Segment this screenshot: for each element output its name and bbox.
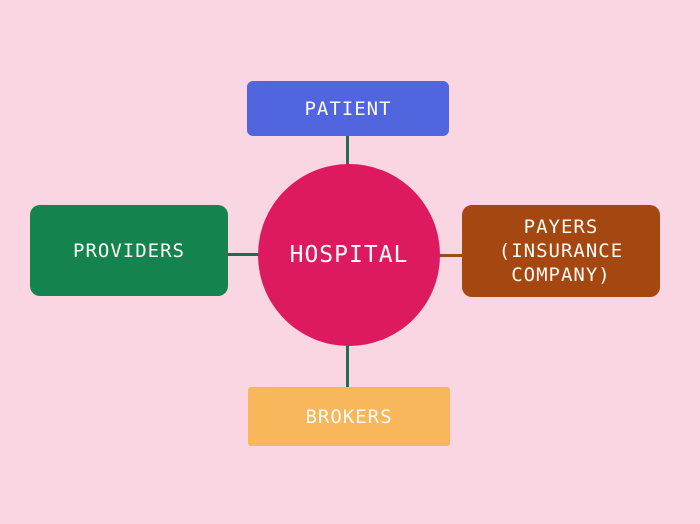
node-providers-label: PROVIDERS (73, 239, 185, 262)
node-payers: PAYERS (INSURANCE COMPANY) (462, 205, 660, 297)
connector-hospital-patient (346, 136, 349, 166)
node-hospital-label: HOSPITAL (289, 242, 409, 268)
connector-hospital-providers (228, 253, 260, 256)
node-patient: PATIENT (247, 81, 449, 136)
node-hospital-circle: HOSPITAL (258, 164, 440, 346)
node-payers-label: PAYERS (INSURANCE COMPANY) (498, 215, 624, 287)
node-patient-label: PATIENT (304, 97, 392, 120)
connector-hospital-brokers (346, 344, 349, 388)
node-brokers-label: BROKERS (305, 405, 393, 428)
connector-hospital-payers (438, 254, 463, 257)
node-providers: PROVIDERS (30, 205, 228, 296)
node-brokers: BROKERS (248, 387, 450, 446)
